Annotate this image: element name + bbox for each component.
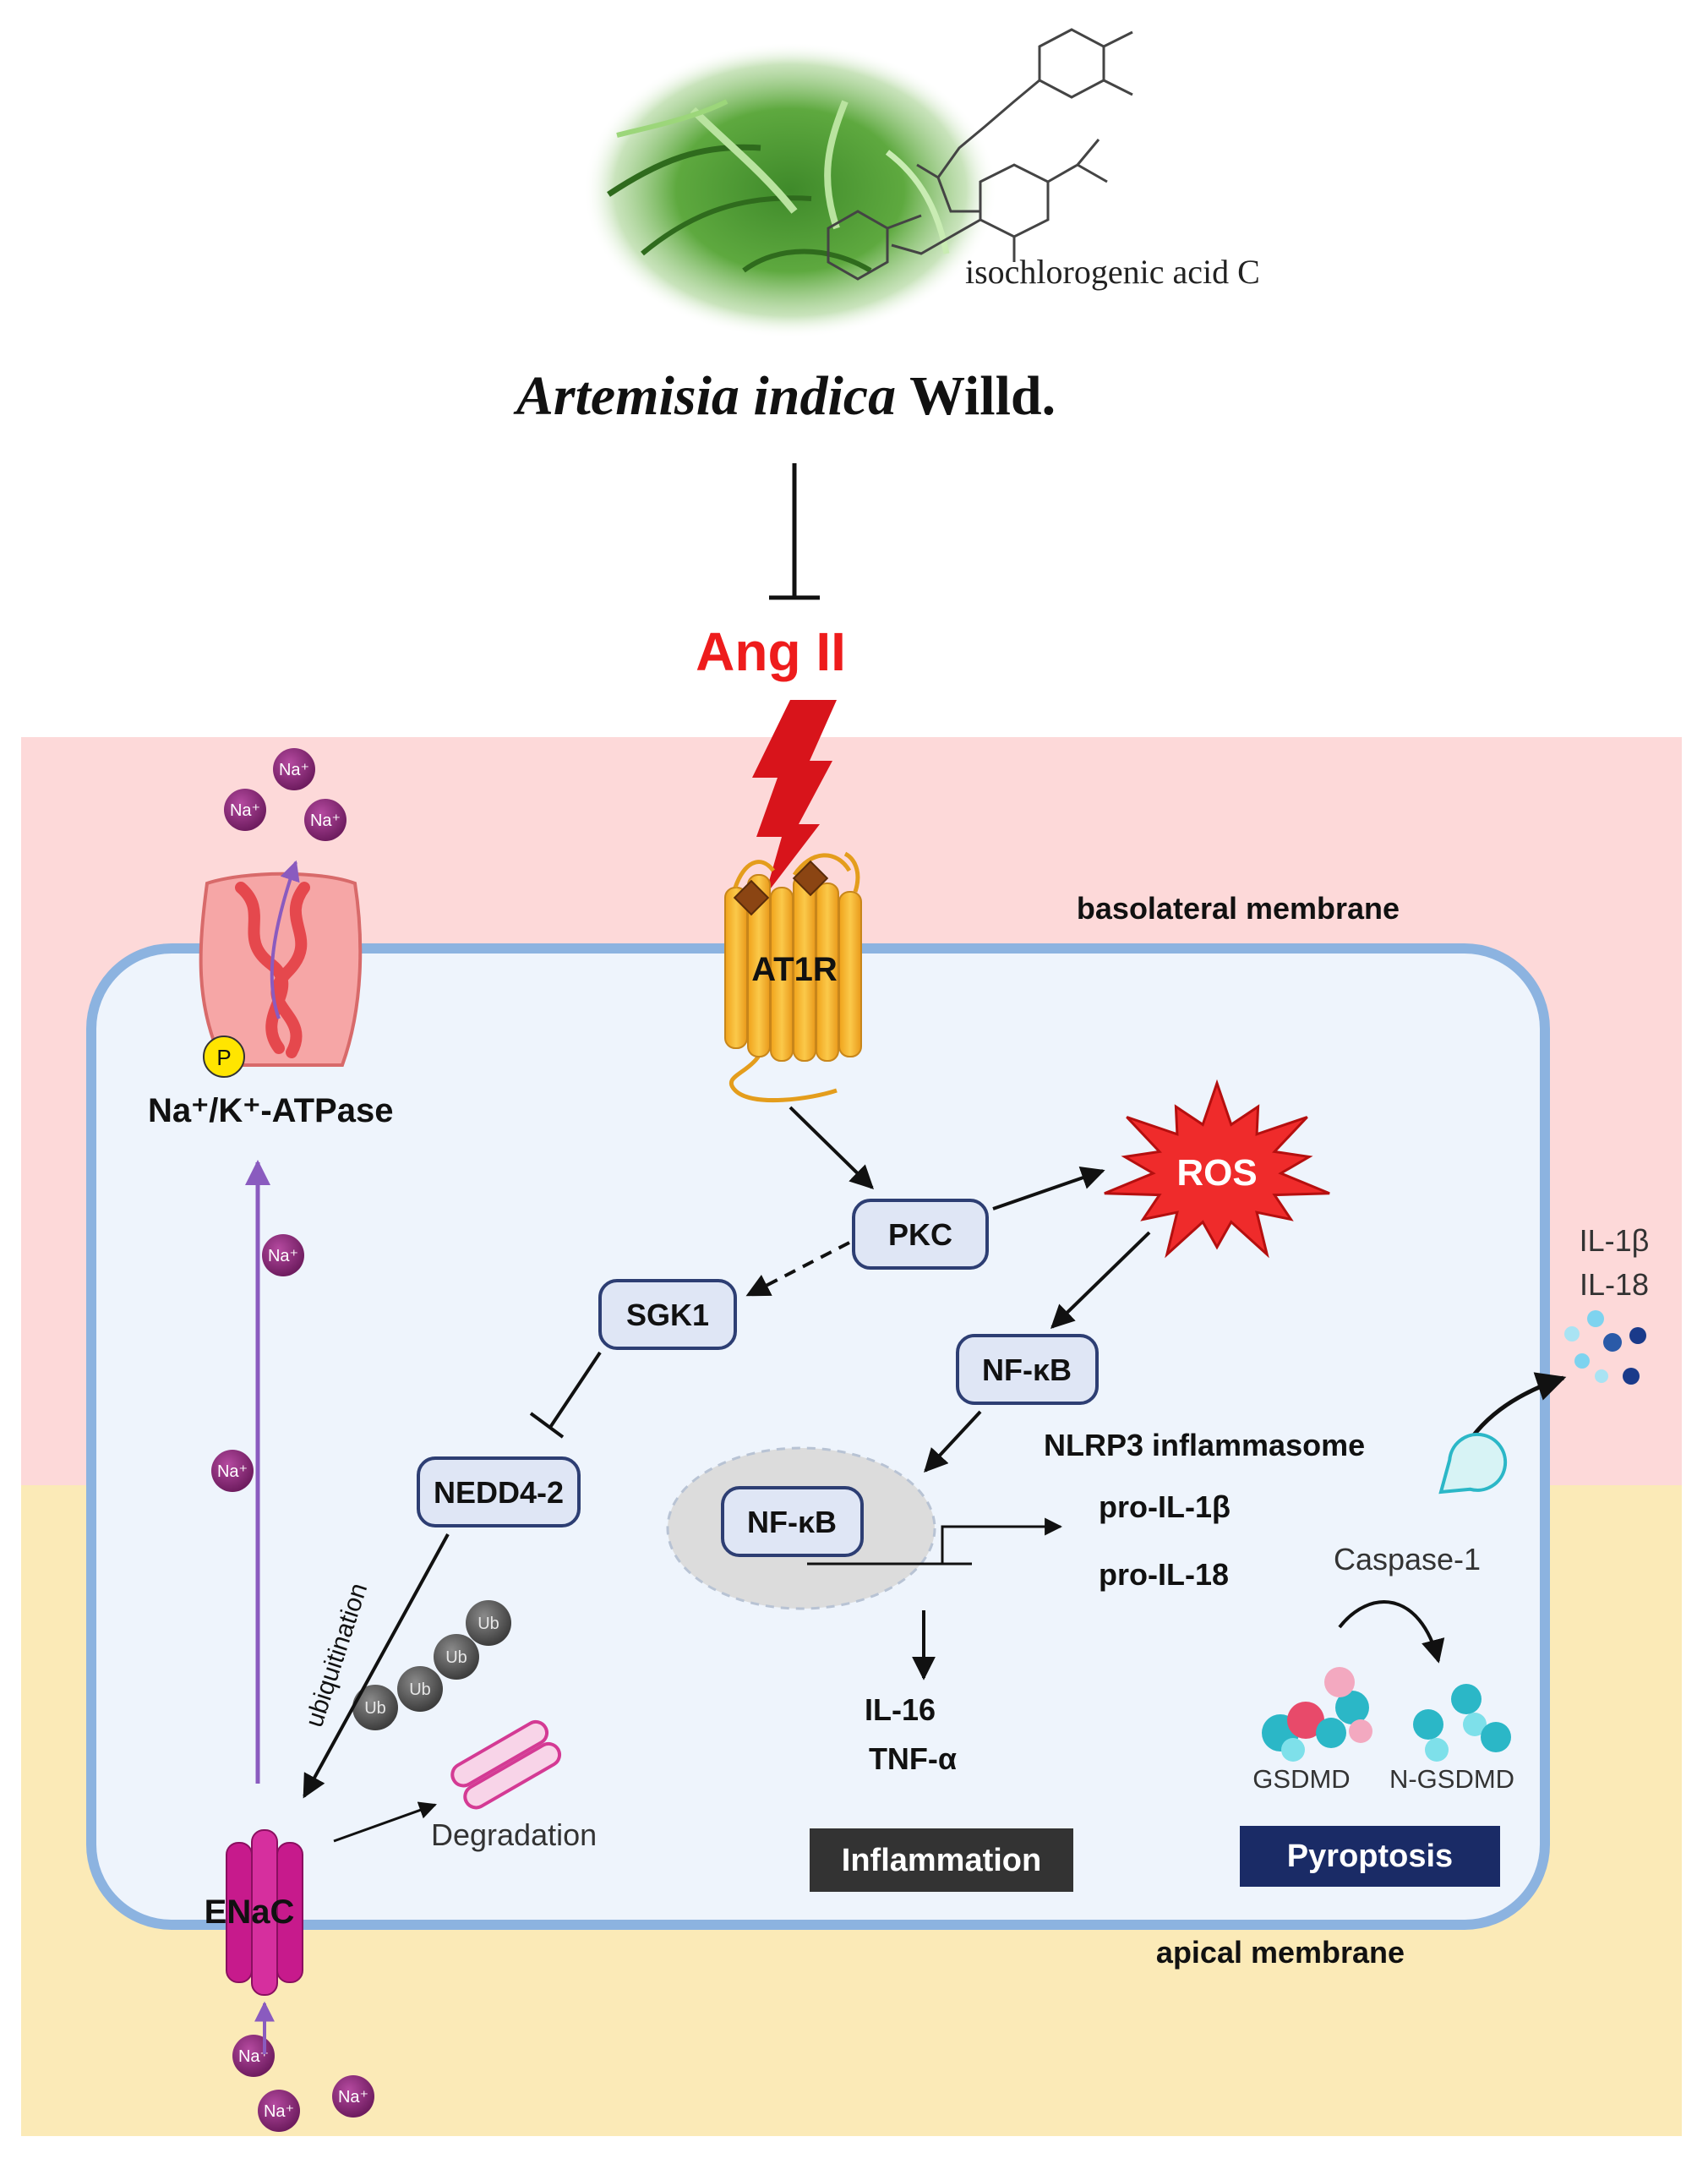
node-nfkb-cytoplasm: NF-κB	[956, 1334, 1099, 1405]
sodium-ion-label: Na⁺	[268, 1247, 298, 1265]
n-gsdmd-icon	[1413, 1684, 1511, 1762]
secreted-cytokines-icon	[1564, 1310, 1646, 1385]
at1r-receptor	[724, 851, 862, 1103]
node-pkc: PKC	[852, 1199, 989, 1270]
sodium-ion-label: Na⁺	[230, 801, 260, 820]
enac-label: ENaC	[205, 1894, 295, 1931]
na-k-atpase-pump: P	[199, 860, 363, 1078]
sodium-ion-label: Na⁺	[217, 1462, 248, 1481]
node-nedd4-2: NEDD4-2	[417, 1456, 581, 1527]
pkc-label: PKC	[888, 1217, 952, 1252]
ubiquitin-tag-label: Ub	[477, 1615, 499, 1633]
phosphate-label: P	[216, 1045, 231, 1070]
degradation-label: Degradation	[431, 1817, 597, 1852]
gene-transcription-symbol	[807, 1517, 1063, 1566]
na-k-atpase-label: Na⁺/K⁺-ATPase	[148, 1092, 393, 1129]
ubiquitin-tag-label: Ub	[409, 1680, 431, 1699]
enac-channel	[226, 1829, 303, 2054]
sodium-ion-icon: Na⁺	[211, 1450, 254, 1492]
ang-ii-label: Ang II	[696, 621, 846, 682]
sodium-ion-label: Na⁺	[264, 2102, 294, 2121]
phosphate-icon	[203, 1036, 245, 1078]
nfkb-nucleus-label: NF-κB	[747, 1505, 837, 1539]
plant-name-author: Willd.	[909, 365, 1056, 427]
sodium-ions: Na⁺ Na⁺ Na⁺ Na⁺ Na⁺ Na⁺ Na⁺ Na⁺	[211, 748, 374, 2132]
caspase-1-icon	[1438, 1432, 1508, 1495]
sodium-ion-icon: Na⁺	[224, 789, 266, 831]
sodium-ion-label: Na⁺	[238, 2047, 269, 2066]
pathway-arrows	[303, 1106, 1567, 1799]
ubiquitin-icon: Ub	[352, 1685, 398, 1730]
sodium-ion-label: Na⁺	[310, 812, 341, 830]
nlrp3-label: NLRP3 inflammasome	[1044, 1428, 1365, 1462]
basolateral-membrane-label: basolateral membrane	[1077, 891, 1400, 926]
sodium-ion-icon: Na⁺	[232, 2035, 275, 2077]
ubiquitin-icon: Ub	[466, 1600, 511, 1646]
pro-il18-label: pro-IL-18	[1099, 1557, 1229, 1592]
compound-label: isochlorogenic acid C	[965, 253, 1260, 291]
pyroptosis-badge: Pyroptosis	[1240, 1826, 1500, 1887]
sodium-ion-label: Na⁺	[279, 761, 309, 779]
tnfa-label: TNF-α	[869, 1741, 957, 1776]
degradation-arrow	[333, 1801, 437, 1843]
at1r-label: AT1R	[751, 951, 838, 988]
ubiquitin-icon: Ub	[434, 1634, 479, 1680]
lightning-bolt-icon	[752, 700, 837, 896]
ubiquitin-tag-label: Ub	[445, 1648, 467, 1667]
sodium-ion-icon: Na⁺	[258, 2090, 300, 2132]
degraded-channel-icon	[450, 1719, 562, 1810]
node-sgk1: SGK1	[598, 1279, 737, 1350]
apical-membrane-label: apical membrane	[1156, 1935, 1405, 1970]
gsdmd-label: GSDMD	[1252, 1764, 1350, 1794]
caspase-1-label: Caspase-1	[1334, 1542, 1481, 1577]
il18-label: IL-18	[1580, 1267, 1649, 1302]
inflammation-label: Inflammation	[842, 1843, 1041, 1878]
n-gsdmd-label: N-GSDMD	[1389, 1764, 1514, 1794]
chemical-structure	[827, 28, 1133, 281]
il1b-label: IL-1β	[1580, 1223, 1650, 1258]
plant-image	[583, 42, 997, 338]
nedd4-label: NEDD4-2	[434, 1475, 564, 1510]
sodium-ion-icon: Na⁺	[332, 2075, 374, 2118]
pyroptosis-label: Pyroptosis	[1287, 1839, 1453, 1874]
gsdmd-icon	[1262, 1667, 1372, 1762]
ros-burst: ROS	[1104, 1079, 1330, 1259]
il16-label: IL-16	[865, 1692, 936, 1727]
inhibition-symbol	[769, 463, 820, 600]
ros-label: ROS	[1176, 1152, 1257, 1194]
node-nfkb-nucleus: NF-κB	[721, 1486, 864, 1557]
plant-name-italic: Artemisia indica	[513, 365, 896, 427]
inflammation-badge: Inflammation	[810, 1828, 1073, 1892]
nfkb-cytoplasm-label: NF-κB	[982, 1352, 1072, 1387]
sgk1-label: SGK1	[626, 1298, 709, 1332]
sodium-ion-icon: Na⁺	[262, 1234, 304, 1276]
sodium-ion-icon: Na⁺	[304, 799, 347, 841]
pro-il1b-label: pro-IL-1β	[1099, 1489, 1231, 1524]
sodium-ion-icon: Na⁺	[273, 748, 315, 790]
ubiquitin-tag-label: Ub	[364, 1699, 386, 1718]
sodium-ion-label: Na⁺	[338, 2088, 368, 2107]
ubiquitin-icon: Ub	[397, 1666, 443, 1712]
